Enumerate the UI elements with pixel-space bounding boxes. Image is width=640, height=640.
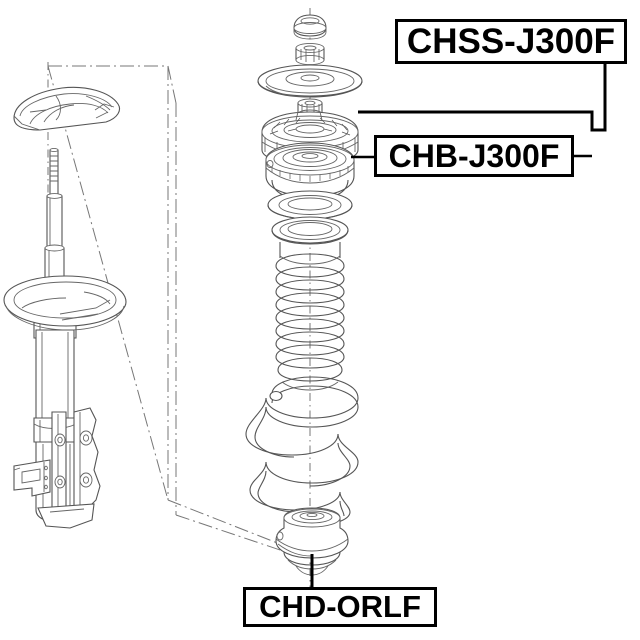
sensor-bracket-tab — [13, 459, 51, 497]
upper-nut — [295, 42, 325, 66]
coil-spring — [245, 376, 359, 527]
strut-top-arm — [13, 86, 121, 131]
washer-plate — [257, 64, 363, 98]
knuckle-bracket — [73, 407, 101, 513]
part-label-chb[interactable]: CHB-J300F — [374, 135, 574, 177]
strut-upper-tube — [46, 193, 63, 249]
piston-rod — [49, 147, 59, 197]
top-cap — [293, 14, 327, 40]
lower-spring-seat — [3, 275, 127, 331]
dust-boot-bellows — [271, 216, 349, 391]
bracket-inner-plate — [51, 411, 67, 513]
strut-bottom-fork — [37, 503, 95, 529]
leader-lines — [310, 64, 607, 587]
part-label-chd[interactable]: CHD-ORLF — [243, 587, 437, 627]
assembled-strut — [3, 86, 127, 529]
leader-chss — [358, 64, 607, 132]
part-label-chss[interactable]: CHSS-J300F — [395, 19, 627, 64]
strut-mount-bearing — [265, 142, 355, 201]
upper-spring-seat-ring — [267, 190, 353, 220]
exploded-column — [245, 8, 363, 596]
strut-lower-tube — [35, 329, 75, 421]
